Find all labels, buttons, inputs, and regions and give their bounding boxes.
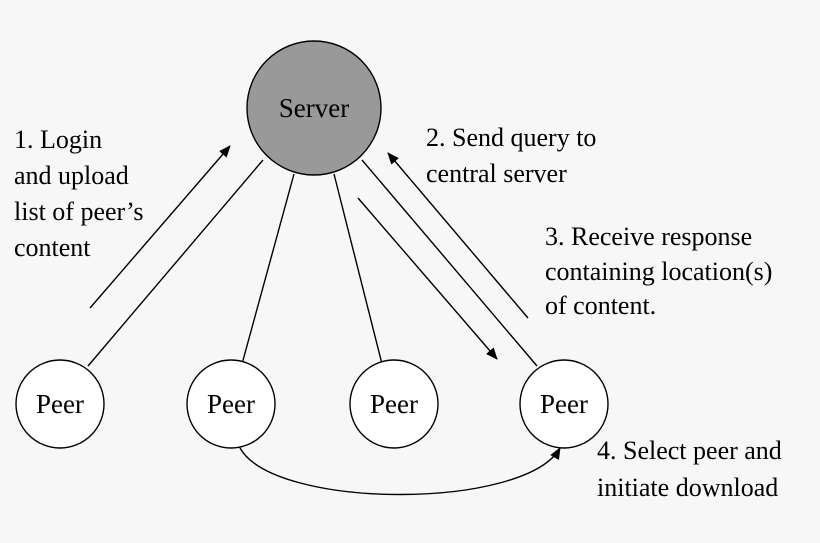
arrow-login-upload [89, 145, 231, 309]
step-4-text: 4. Select peer and initiate download [597, 436, 788, 502]
step-2-text: 2. Send query to central server [426, 123, 603, 188]
peer-label: Peer [36, 389, 84, 419]
step-3-line-2: containing location(s) [545, 257, 772, 286]
peer-node-4: Peer [519, 359, 609, 449]
peer-label: Peer [207, 389, 255, 419]
link-server-peer-2 [241, 173, 295, 365]
arrow-download [230, 435, 561, 496]
peer-node-1: Peer [15, 359, 105, 449]
peer-node-3: Peer [349, 359, 439, 449]
step-3-line-1: 3. Receive response [545, 222, 752, 251]
step-3-text: 3. Receive response containing location(… [545, 222, 779, 320]
step-4-line-2: initiate download [597, 473, 778, 502]
peer-node-2: Peer [186, 359, 276, 449]
step-2-line-1: 2. Send query to [426, 123, 596, 152]
step-1-line-3: list of peer’s [14, 197, 144, 226]
step-2-line-2: central server [426, 159, 567, 188]
step-4-line-1: 4. Select peer and [597, 436, 782, 465]
link-server-peer-3 [333, 173, 383, 365]
server-node: Server [246, 40, 382, 176]
arrow-send-query [387, 152, 529, 319]
peer-label: Peer [370, 389, 418, 419]
link-server-peer-4 [361, 159, 538, 367]
link-server-peer-1 [87, 159, 264, 367]
step-1-text: 1. Login and upload list of peer’s conte… [14, 125, 150, 262]
step-1-line-4: content [14, 233, 91, 262]
step-1-line-1: 1. Login [14, 125, 102, 154]
server-label: Server [279, 93, 349, 123]
step-1-line-2: and upload [14, 161, 129, 190]
peer-label: Peer [540, 389, 588, 419]
step-3-line-3: of content. [545, 291, 656, 320]
arrow-receive-response [357, 197, 498, 360]
